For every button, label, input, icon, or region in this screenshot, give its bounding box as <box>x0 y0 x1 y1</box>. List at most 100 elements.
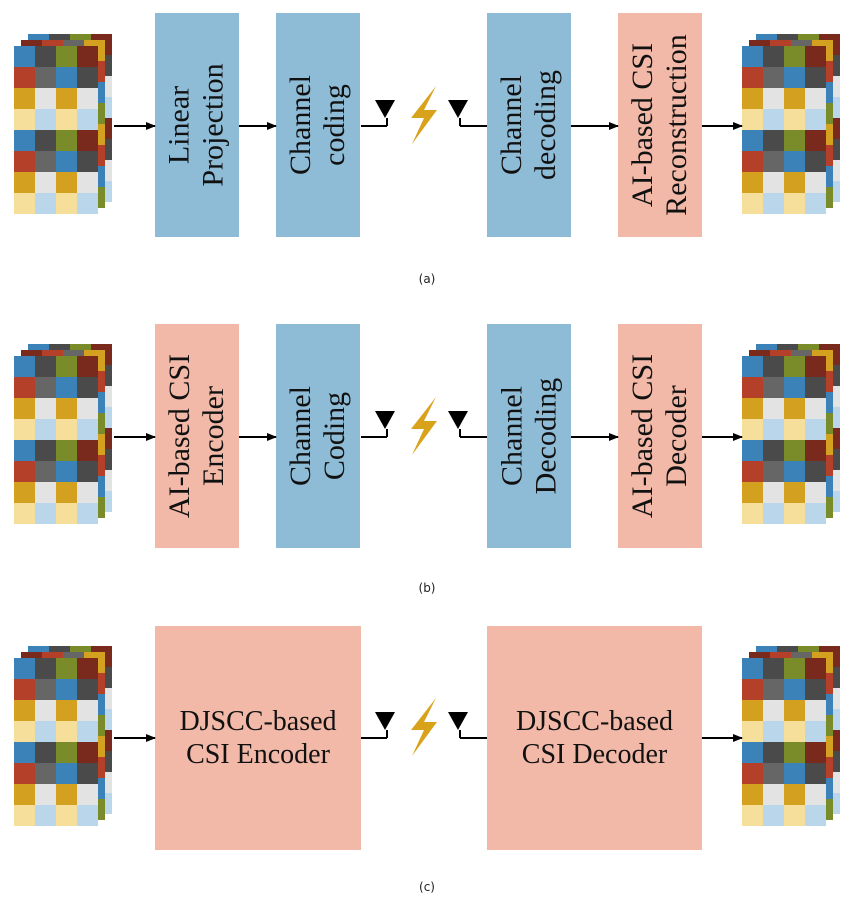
csi-matrix-cell <box>14 658 35 679</box>
csi-matrix-icon <box>14 344 114 528</box>
csi-matrix-cell <box>35 193 56 214</box>
csi-matrix-cell <box>763 67 784 88</box>
csi-matrix-cell <box>77 461 98 482</box>
csi-matrix-cell <box>763 172 784 193</box>
csi-matrix-cell <box>805 377 826 398</box>
csi-matrix-cell <box>763 377 784 398</box>
csi-matrix-cell <box>35 130 56 151</box>
csi-matrix-icon <box>742 34 842 218</box>
csi-matrix-cell <box>805 742 826 763</box>
csi-matrix-cell <box>784 151 805 172</box>
csi-matrix-cell <box>56 88 77 109</box>
csi-matrix-cell <box>56 763 77 784</box>
csi-matrix-cell <box>77 151 98 172</box>
csi-matrix-icon <box>742 646 842 830</box>
csi-matrix-cell <box>56 67 77 88</box>
csi-matrix-cell <box>784 193 805 214</box>
csi-matrix-graphic <box>742 646 840 826</box>
csi-matrix-cell <box>742 658 763 679</box>
csi-matrix-cell <box>56 482 77 503</box>
csi-matrix-cell <box>56 679 77 700</box>
csi-matrix-cell <box>805 67 826 88</box>
csi-matrix-cell <box>14 679 35 700</box>
csi-matrix-cell <box>35 700 56 721</box>
csi-matrix-cell <box>784 419 805 440</box>
csi-matrix-cell <box>742 440 763 461</box>
csi-matrix-cell <box>35 440 56 461</box>
csi-matrix-cell <box>742 805 763 826</box>
csi-matrix-cell <box>805 784 826 805</box>
csi-matrix-graphic <box>14 34 112 214</box>
csi-matrix-cell <box>784 172 805 193</box>
csi-matrix-cell <box>763 805 784 826</box>
csi-matrix-cell <box>77 658 98 679</box>
csi-matrix-cell <box>763 679 784 700</box>
csi-matrix-cell <box>784 503 805 524</box>
csi-matrix-cell <box>805 130 826 151</box>
csi-matrix-cell <box>763 742 784 763</box>
csi-matrix-cell <box>77 398 98 419</box>
csi-matrix-cell <box>763 482 784 503</box>
csi-matrix-cell <box>805 419 826 440</box>
csi-matrix-cell <box>77 88 98 109</box>
csi-matrix-cell <box>35 742 56 763</box>
csi-matrix-cell <box>77 377 98 398</box>
csi-matrix-cell <box>56 151 77 172</box>
csi-matrix-cell <box>805 46 826 67</box>
csi-matrix-cell <box>763 721 784 742</box>
csi-matrix-graphic <box>14 344 112 524</box>
lightning-bolt-icon <box>411 86 437 144</box>
csi-matrix-cell <box>805 700 826 721</box>
csi-matrix-cell <box>784 784 805 805</box>
csi-matrix-cell <box>77 805 98 826</box>
csi-matrix-cell <box>784 482 805 503</box>
csi-matrix-cell <box>35 88 56 109</box>
csi-matrix-cell <box>784 398 805 419</box>
csi-matrix-cell <box>805 482 826 503</box>
csi-matrix-cell <box>77 193 98 214</box>
csi-matrix-cell <box>763 419 784 440</box>
csi-matrix-cell <box>77 46 98 67</box>
csi-matrix-cell <box>805 356 826 377</box>
csi-matrix-cell <box>805 763 826 784</box>
csi-matrix-cell <box>14 440 35 461</box>
csi-matrix-cell <box>763 88 784 109</box>
csi-matrix-cell <box>784 721 805 742</box>
csi-matrix-cell <box>56 461 77 482</box>
csi-matrix-cell <box>784 461 805 482</box>
csi-matrix-cell <box>805 805 826 826</box>
csi-matrix-cell <box>35 109 56 130</box>
csi-matrix-cell <box>35 679 56 700</box>
csi-matrix-cell <box>742 46 763 67</box>
csi-matrix-cell <box>14 67 35 88</box>
csi-matrix-cell <box>805 440 826 461</box>
csi-matrix-cell <box>14 721 35 742</box>
csi-matrix-cell <box>763 461 784 482</box>
csi-matrix-cell <box>742 109 763 130</box>
csi-matrix-cell <box>784 658 805 679</box>
csi-matrix-cell <box>14 805 35 826</box>
csi-matrix-cell <box>56 742 77 763</box>
antenna-icon <box>375 712 395 730</box>
csi-matrix-cell <box>763 109 784 130</box>
csi-matrix-cell <box>56 172 77 193</box>
csi-matrix-cell <box>56 46 77 67</box>
csi-matrix-cell <box>763 151 784 172</box>
csi-matrix-cell <box>35 419 56 440</box>
csi-matrix-cell <box>742 784 763 805</box>
csi-matrix-cell <box>35 503 56 524</box>
csi-matrix-cell <box>14 398 35 419</box>
csi-matrix-cell <box>14 356 35 377</box>
csi-matrix-cell <box>77 503 98 524</box>
csi-matrix-cell <box>77 784 98 805</box>
csi-matrix-cell <box>742 721 763 742</box>
caption-a: (a) <box>418 272 436 286</box>
csi-matrix-cell <box>763 440 784 461</box>
csi-matrix-cell <box>784 88 805 109</box>
